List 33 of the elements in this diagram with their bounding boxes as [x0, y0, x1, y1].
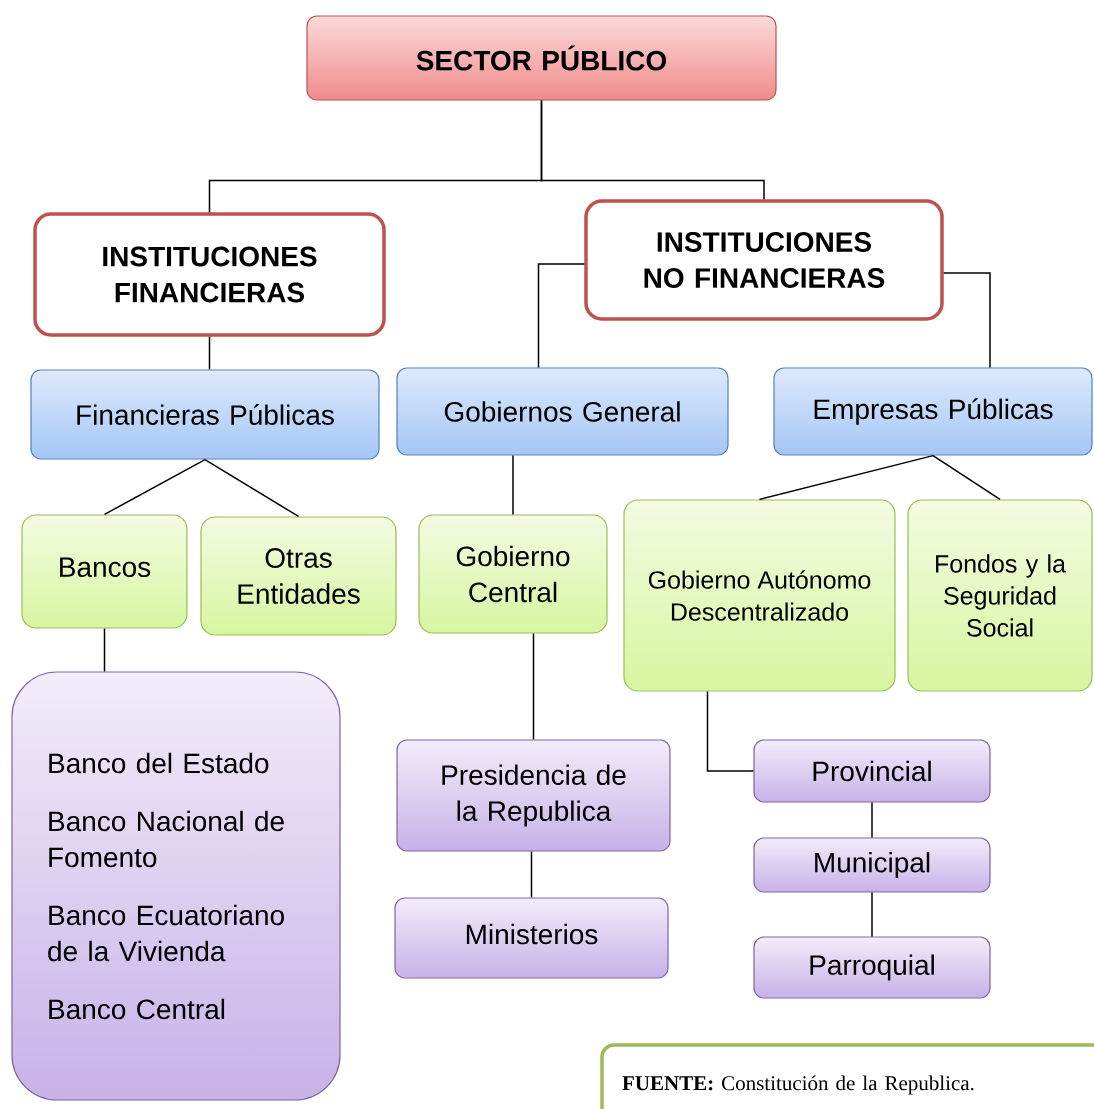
connector-line: [204, 458, 300, 518]
connector-line: [871, 891, 873, 938]
connector-line: [532, 632, 535, 741]
entity-box: Gobierno Central: [418, 514, 608, 634]
group-box: Financieras Públicas: [30, 369, 380, 460]
connector-line: [932, 454, 1001, 501]
connector-line: [512, 454, 514, 516]
connector-line: [103, 458, 206, 516]
connector-line: [943, 272, 991, 369]
source-box: FUENTE: Constitución de la Republica.: [600, 1043, 1094, 1109]
connector-line: [208, 336, 211, 371]
connector-line: [706, 690, 755, 772]
unit-box: Provincial: [753, 739, 991, 803]
category-box: INSTITUCIONES FINANCIERAS: [33, 212, 386, 337]
connector-line: [103, 627, 106, 673]
entity-box: Fondos y la Seguridad Social: [907, 499, 1093, 692]
connector-line: [537, 263, 585, 369]
header-box: SECTOR PÚBLICO: [306, 15, 777, 101]
unit-box: Presidencia de la Republica: [396, 739, 671, 852]
unit-box: Parroquial: [753, 936, 991, 999]
entity-box: Otras Entidades: [200, 516, 397, 636]
connector-line: [758, 454, 934, 501]
unit-box: Ministerios: [394, 897, 669, 979]
connector-line: [871, 801, 873, 839]
connector-line: [540, 99, 765, 200]
group-box: Gobiernos General: [396, 367, 729, 456]
connector-line: [530, 850, 533, 899]
entity-box: Gobierno Autónomo Descentralizado: [623, 499, 896, 692]
entity-box: Bancos: [21, 514, 188, 629]
group-box: Empresas Públicas: [773, 367, 1093, 456]
unit-box: Municipal: [753, 837, 991, 893]
list-box: Banco del Estado Banco Nacional de Fomento Banco Ecuatoriano de la Vivienda Banco Central: [11, 671, 341, 1101]
category-box: INSTITUCIONES NO FINANCIERAS: [584, 199, 944, 321]
